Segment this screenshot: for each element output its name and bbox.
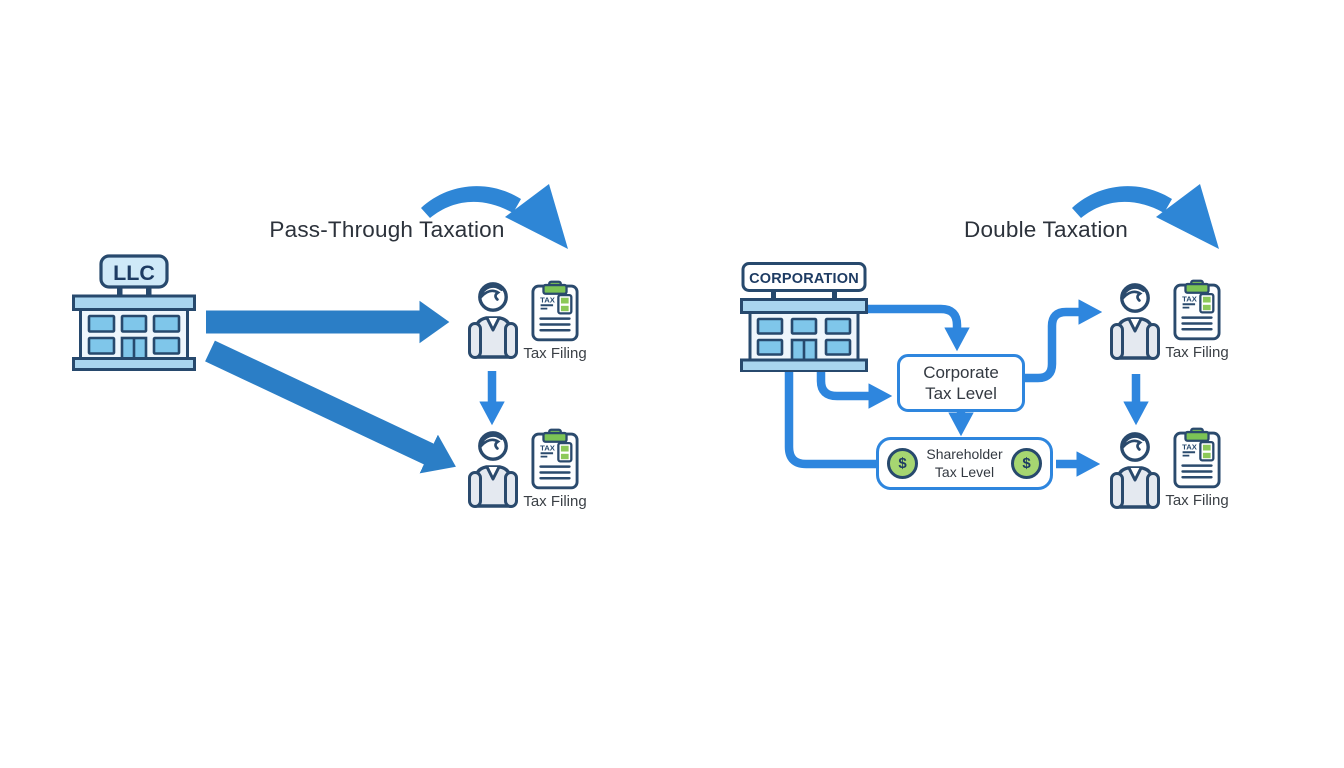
tax-filing-clipboard-icon: TAX bbox=[531, 428, 579, 490]
dollar-coin-icon: $ bbox=[887, 448, 918, 479]
corporate-tax-to-shareholder1-arrow bbox=[1025, 299, 1103, 383]
tax-filing-clipboard-icon: TAX bbox=[1173, 427, 1221, 489]
corp-top-to-corporate-tax-arrow bbox=[866, 304, 970, 352]
llc-sign bbox=[99, 254, 169, 289]
corporate-tax-line2: Tax Level bbox=[925, 384, 997, 403]
clipboard-doc-text: TAX bbox=[1182, 294, 1198, 303]
tax-filing-label: Tax Filing bbox=[1165, 344, 1229, 361]
pass-through-swoosh-arrow bbox=[421, 184, 568, 249]
pass-through-title: Pass-Through Taxation bbox=[269, 217, 505, 242]
tax-filing-label: Tax Filing bbox=[523, 493, 587, 510]
clipboard-doc-text: TAX bbox=[1182, 442, 1198, 451]
building-window bbox=[152, 314, 181, 333]
clipboard-doc-text: TAX bbox=[540, 295, 556, 304]
sign-post bbox=[146, 287, 152, 296]
building-window bbox=[87, 314, 116, 333]
building-window bbox=[824, 317, 852, 335]
double-taxation-title: Double Taxation bbox=[964, 217, 1128, 242]
building-window bbox=[756, 317, 784, 335]
corporation-sign-label: CORPORATION bbox=[749, 271, 859, 287]
building-roof bbox=[72, 294, 196, 311]
building-window bbox=[756, 338, 784, 356]
corporate-tax-level-box: Corporate Tax Level bbox=[897, 354, 1025, 412]
shareholder-tax-level-box: $ Shareholder Tax Level $ bbox=[876, 437, 1053, 490]
corporation-sign bbox=[741, 262, 867, 292]
building-window bbox=[152, 336, 181, 355]
llc-to-member2-arrow bbox=[205, 340, 456, 474]
sign-post bbox=[771, 290, 776, 300]
clipboard-doc-text: TAX bbox=[540, 443, 556, 452]
building-window bbox=[790, 317, 818, 335]
double-tax-swoosh-arrow bbox=[1072, 184, 1219, 249]
building-window bbox=[87, 336, 116, 355]
corporation-building-icon: CORPORATION bbox=[740, 262, 868, 372]
llc-sign-label: LLC bbox=[113, 261, 155, 285]
llc-building-icon: LLC bbox=[72, 254, 196, 371]
tax-filing-clipboard-icon: TAX bbox=[1173, 279, 1221, 341]
shareholder-tax-line2: Tax Level bbox=[934, 463, 995, 480]
building-window bbox=[824, 338, 852, 356]
dollar-coin-icon: $ bbox=[1011, 448, 1042, 479]
corp-to-shareholder-tax-line bbox=[784, 370, 878, 469]
tax-filing-label: Tax Filing bbox=[523, 345, 587, 362]
corporate-tax-line1: Corporate bbox=[923, 362, 999, 382]
shareholder-tax-line1: Shareholder bbox=[926, 445, 1003, 462]
building-roof bbox=[740, 298, 868, 314]
sign-post bbox=[832, 290, 837, 300]
shareholder-tax-level-label: Shareholder Tax Level bbox=[918, 446, 1011, 482]
building-window bbox=[120, 314, 148, 333]
corporate-tax-level-label: Corporate Tax Level bbox=[923, 362, 999, 405]
building-base bbox=[72, 357, 196, 371]
building-base bbox=[740, 358, 868, 372]
tax-filing-clipboard-icon: TAX bbox=[531, 280, 579, 342]
tax-filing-label: Tax Filing bbox=[1165, 492, 1229, 509]
sign-post bbox=[117, 287, 123, 296]
corp-bottom-to-corporate-tax-arrow bbox=[816, 370, 893, 409]
